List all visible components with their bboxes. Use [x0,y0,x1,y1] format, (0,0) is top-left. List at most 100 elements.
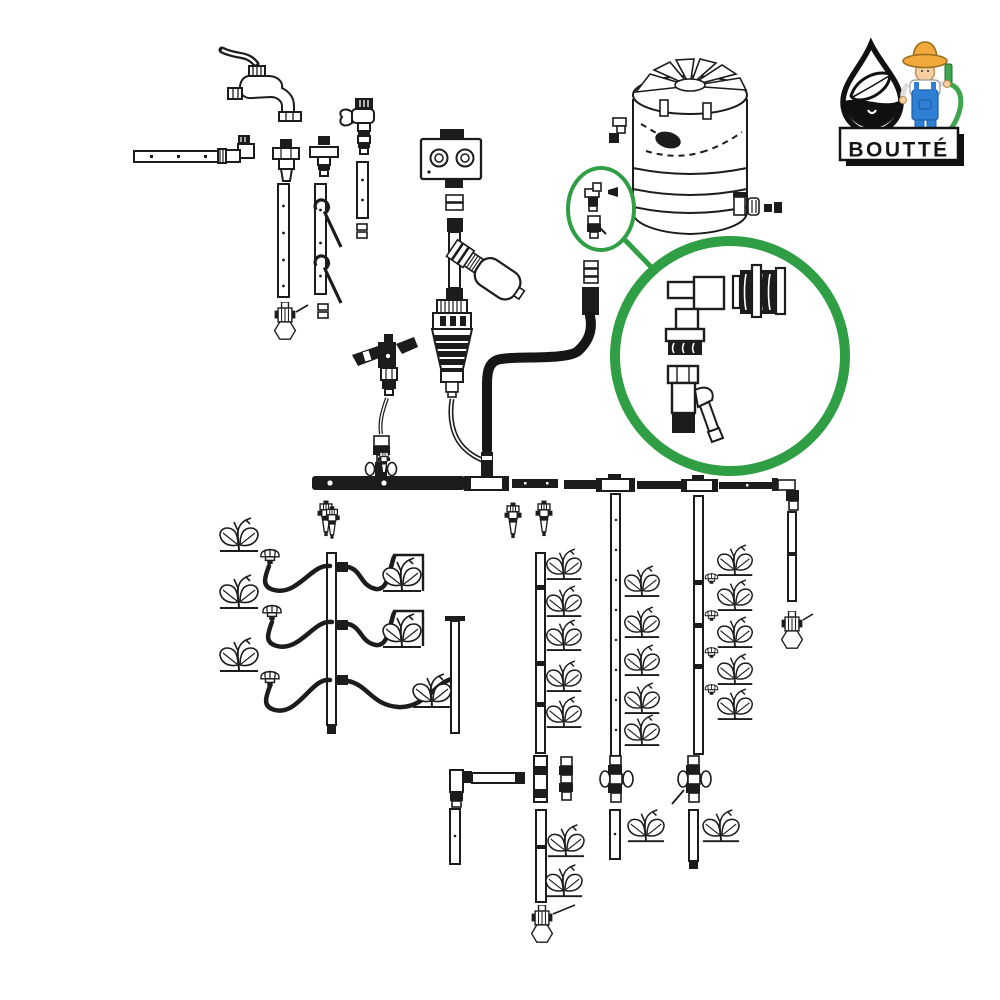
plant-seedling [545,548,583,580]
plant-seedling [626,808,666,843]
tank-outlet-tap-small [587,215,607,239]
plant-seedling [545,660,583,692]
corner-guide [393,553,425,591]
plant-seedling [546,823,586,858]
line-end-elbow [772,478,799,511]
hose-elbow-connector-small [584,182,602,212]
tank-outlet-tap [666,364,725,444]
feeder-tube [265,619,335,649]
micro-sprinkler [534,499,554,537]
tee-connector [681,475,718,492]
water-tank [609,58,782,236]
tee-connector [464,452,509,491]
watering-timer [419,129,483,188]
plant-seedling [623,606,661,638]
plant-seedling [623,565,661,597]
fixing-hook [313,198,343,248]
plant-seedling [545,619,583,651]
cross-connector [309,136,339,177]
plant-seedling [716,688,754,720]
sprinkler-handle [295,304,309,313]
tap-adapter [272,139,300,182]
garden-tap [218,46,302,122]
plant-seedling [623,714,661,746]
riser-pipe [450,620,460,734]
pressure-reducer [430,288,486,464]
line-end-elbow [449,769,472,808]
dripper-head [704,572,719,584]
main-supply-hose [482,260,599,455]
plant-seedling [716,544,754,576]
fixing-hook [313,254,343,304]
tank-lid-fins [634,58,748,94]
plant-seedling [701,808,741,843]
bottom-assembly [449,755,712,943]
hose-elbow-connector [664,275,726,355]
plant-seedling [219,637,259,672]
inline-filter [445,238,526,301]
manifold-bar [312,476,465,490]
stakes-and-hooks [277,161,369,319]
winged-coupler [599,755,634,803]
tee-connector [533,755,548,803]
plant-seedling [544,863,584,898]
water-drop-leaf-icon [840,37,904,135]
manifold-tube [564,480,598,489]
tee-connector [596,474,635,492]
feeder-main-pipe [326,552,337,726]
magnifier-callout [566,166,850,476]
plant-seedling [716,616,754,648]
tank-inlet-fitting [609,117,627,143]
line-end-cap [689,861,698,869]
plant-seedling [219,517,259,552]
shutoff-valve [339,98,375,155]
hex-base-sprinkler [273,302,297,340]
dripper-head [704,646,719,658]
drip-line-d [780,511,814,649]
inline-coupler [559,756,573,801]
pipe-clamp [317,303,329,319]
manifold-tube [512,479,558,488]
manifold-tube [637,481,681,489]
hex-base-sprinkler [780,611,804,649]
plant-seedling [545,696,583,728]
plant-seedling [716,653,754,685]
dripper-head [704,609,719,621]
float-valve [655,131,681,149]
riser-pipe [688,809,699,862]
drip-line-a [535,552,546,754]
plant-seedling [545,585,583,617]
manifold [312,450,799,539]
line-end-cap [327,726,336,734]
feeder-tube [263,677,333,713]
threaded-coupler-small [608,187,618,197]
threaded-hose-coupler [731,263,787,319]
pipe-clamp [356,223,368,239]
dripper-head [260,669,280,686]
perforated-stake [277,183,290,298]
plant-seedling [716,579,754,611]
brand-wordmark: BOUTTÉ [838,126,964,166]
plant-seedling [219,574,259,609]
riser-pipe [535,809,547,903]
winged-coupler [671,755,712,805]
elbow-connector [217,135,255,164]
brand-name-text: BOUTTÉ [848,139,949,162]
plants [219,517,754,898]
drip-line-b [610,493,621,757]
plant-seedling [623,682,661,714]
micro-sprinkler [503,501,523,539]
dripper-head [262,603,282,620]
brand-logo: BOUTTÉ [838,37,964,166]
perforated-stake [314,183,327,295]
plant-seedling [623,644,661,676]
dripper-head [260,547,280,564]
magnifier-circle [610,236,850,476]
corner-guide [393,609,425,646]
feeder-tube [262,563,333,593]
plant-seedling [382,613,422,648]
dripper-head [704,683,719,695]
hex-base-sprinkler [530,905,554,943]
